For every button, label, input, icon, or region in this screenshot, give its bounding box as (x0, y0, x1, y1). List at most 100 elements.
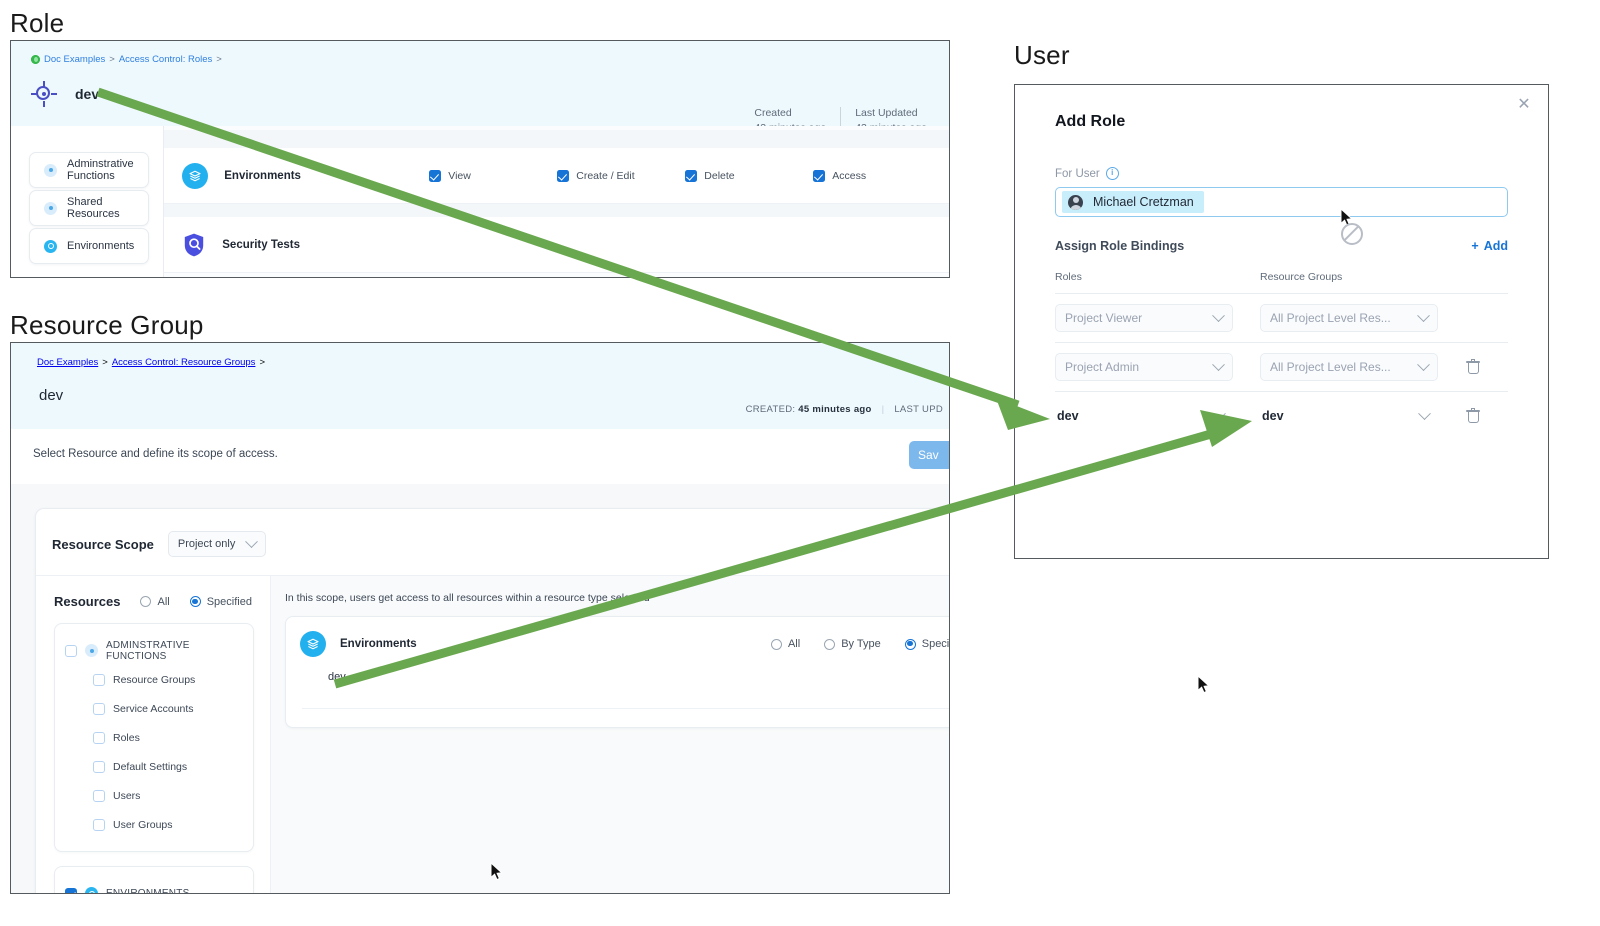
tree-node-users[interactable]: Users (65, 781, 243, 810)
checkbox-unchecked-icon[interactable] (93, 702, 105, 715)
meta-updated-label: Last Updated (855, 107, 918, 119)
breadcrumb-separator-1: > (109, 54, 115, 65)
sidebar-item-shared-resources[interactable]: Shared Resources (29, 190, 150, 226)
resource-group-select[interactable]: dev (1260, 402, 1438, 430)
column-header-resource-groups: Resource Groups (1260, 271, 1343, 283)
env-option-label: By Type (841, 638, 881, 650)
resource-group-value: All Project Level Res... (1270, 360, 1391, 374)
breadcrumb-section[interactable]: Access Control: Roles (118, 54, 213, 65)
radio-off-icon[interactable] (770, 638, 782, 650)
row-actions-cell (1460, 408, 1508, 424)
breadcrumb-section[interactable]: Access Control: Resource Groups (111, 357, 256, 368)
role-bindings-header: Assign Role Bindings + Add (1055, 239, 1508, 253)
caption-role: Role (10, 8, 65, 38)
no-drop-cursor-icon (1341, 223, 1363, 245)
breadcrumb-project[interactable]: Doc Examples (37, 357, 99, 368)
radio-off-icon[interactable] (824, 638, 836, 650)
role-name: dev (75, 86, 100, 102)
permission-view[interactable]: View (429, 169, 557, 182)
pale-dot-icon (44, 163, 57, 177)
resources-option-specified[interactable]: Specified (189, 596, 252, 608)
sidebar-item-administrative-functions[interactable]: Adminstrative Functions (29, 152, 150, 188)
radio-off-icon[interactable] (140, 596, 152, 607)
breadcrumb-project[interactable]: Doc Examples (44, 54, 106, 65)
checkbox-unchecked-icon[interactable] (93, 731, 105, 744)
environments-scope-item-dev[interactable]: dev (328, 671, 346, 683)
radio-on-icon[interactable] (904, 638, 916, 650)
permission-create-edit[interactable]: Create / Edit (557, 169, 685, 182)
permission-label: View (448, 169, 471, 182)
tree-node-default-settings[interactable]: Default Settings (65, 752, 243, 781)
checkbox-unchecked-icon[interactable] (65, 644, 77, 657)
radio-on-icon[interactable] (189, 596, 201, 607)
permission-delete[interactable]: Delete (685, 169, 813, 182)
checkbox-checked-icon[interactable] (813, 169, 826, 182)
tree-node-environments[interactable]: ENVIRONMENTS (65, 879, 243, 893)
env-option-specified[interactable]: Specified (904, 638, 949, 650)
checkbox-unchecked-icon[interactable] (93, 818, 105, 831)
solid-dot-icon (44, 239, 57, 253)
delete-icon[interactable] (1466, 359, 1480, 375)
role-permissions: Environments View Create / Edit Delet (164, 126, 949, 277)
resources-option-all[interactable]: All (140, 596, 170, 608)
env-option-label: All (787, 638, 801, 650)
tree-node-administrative-functions[interactable]: ADMINSTRATIVE FUNCTIONS (65, 636, 243, 665)
resource-group-select[interactable]: All Project Level Res... (1260, 353, 1438, 381)
tree-node-label: Default Settings (113, 760, 188, 773)
tree-node-roles[interactable]: Roles (65, 723, 243, 752)
role-value: dev (1057, 409, 1079, 423)
user-chip[interactable]: Michael Cretzman (1062, 191, 1204, 213)
save-button[interactable]: Sav (909, 441, 949, 469)
checkbox-checked-icon[interactable] (685, 169, 698, 182)
resource-group-body: Resource Scope Project only Resources Al… (11, 484, 949, 893)
resource-group-select[interactable]: All Project Level Res... (1260, 304, 1438, 332)
resource-group-panel: Doc Examples > Access Control: Resource … (10, 342, 950, 894)
tree-node-user-groups[interactable]: User Groups (65, 810, 243, 839)
checkbox-checked-icon[interactable] (557, 169, 570, 182)
breadcrumb[interactable]: Doc Examples > Access Control: Resource … (33, 357, 265, 368)
breadcrumb-separator-2: > (216, 54, 222, 65)
checkbox-unchecked-icon[interactable] (93, 789, 105, 802)
environments-scope-divider (302, 708, 949, 709)
meta-created-value: 45 minutes ago (798, 404, 872, 415)
permission-label: Create / Edit (576, 169, 635, 182)
checkbox-checked-icon[interactable] (429, 169, 442, 182)
for-user-field[interactable]: Michael Cretzman (1055, 187, 1508, 217)
for-user-value: Michael Cretzman (1093, 195, 1194, 209)
info-icon[interactable]: i (1105, 167, 1119, 180)
tree-node-service-accounts[interactable]: Service Accounts (65, 694, 243, 723)
chevron-down-icon (1417, 357, 1430, 371)
role-select[interactable]: dev (1055, 402, 1233, 430)
close-icon[interactable]: ✕ (1517, 96, 1531, 113)
permission-access[interactable]: Access (813, 169, 941, 182)
tree-node-resource-groups[interactable]: Resource Groups (65, 665, 243, 694)
resource-tree-environments: ENVIRONMENTS (54, 866, 254, 893)
role-body: Adminstrative Functions Shared Resources… (11, 126, 949, 277)
role-select[interactable]: Project Viewer (1055, 304, 1233, 332)
role-panel: Doc Examples > Access Control: Roles > d… (10, 40, 950, 278)
resource-scope-select[interactable]: Project only (167, 531, 266, 557)
row-resource-group-cell: All Project Level Res... (1260, 353, 1460, 381)
resource-group-subtitle: Select Resource and define its scope of … (33, 448, 278, 460)
checkbox-unchecked-icon[interactable] (93, 673, 105, 686)
environments-icon (300, 631, 326, 657)
breadcrumb[interactable]: Doc Examples > Access Control: Roles > (31, 54, 222, 65)
sidebar-item-label: Adminstrative Functions (67, 158, 134, 182)
delete-icon[interactable] (1466, 408, 1480, 424)
tree-node-label: Roles (113, 731, 140, 744)
sidebar-item-environments[interactable]: Environments (29, 228, 150, 264)
chevron-down-icon (1418, 406, 1431, 420)
checkbox-checked-icon[interactable] (65, 887, 77, 893)
env-option-all[interactable]: All (770, 638, 801, 650)
add-binding-button[interactable]: + Add (1471, 239, 1508, 253)
resources-title: Resources (54, 594, 121, 609)
environments-scope-name: Environments (340, 638, 417, 650)
env-option-by-type[interactable]: By Type (824, 638, 881, 650)
role-select[interactable]: Project Admin (1055, 353, 1233, 381)
environments-scope-options: All By Type Specified (770, 638, 949, 650)
for-user-label: For User (1055, 167, 1100, 180)
chevron-down-icon (1417, 308, 1430, 322)
role-value: Project Admin (1065, 360, 1140, 374)
checkbox-unchecked-icon[interactable] (93, 760, 105, 773)
